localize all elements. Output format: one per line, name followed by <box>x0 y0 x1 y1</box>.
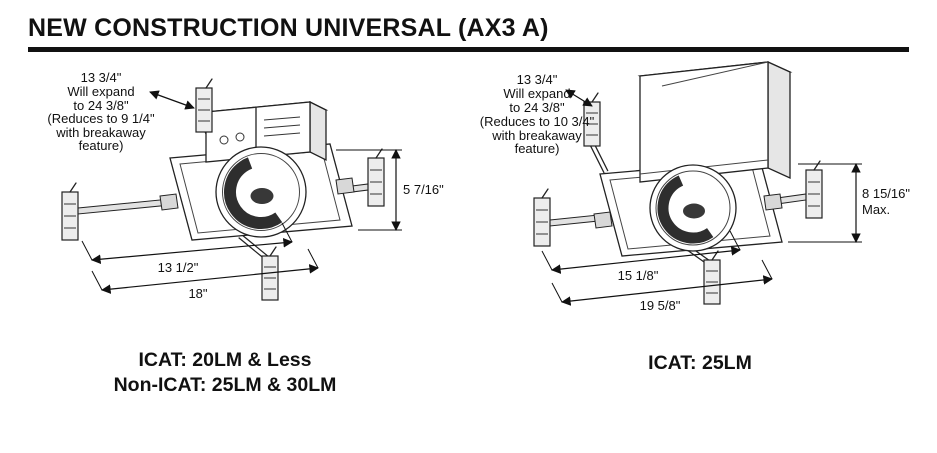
dim-height-note: Max. <box>862 202 890 217</box>
junction-box <box>203 100 329 163</box>
bar-clips <box>159 177 355 211</box>
right-figure-drawing: 13 3/4" Will expand to 24 3/8" (Reduces … <box>480 60 910 313</box>
dim-height-label: 5 7/16" <box>403 182 444 197</box>
caption-line-1: ICAT: 20LM & Less <box>138 349 312 371</box>
bar-clips <box>593 193 783 229</box>
annotation-line: (Reduces to 10 3/4" <box>480 114 595 129</box>
nailer-plate-right <box>367 148 385 207</box>
annotation-line: Will expand <box>67 84 134 99</box>
nailer-plate-right <box>805 160 823 219</box>
nailer-plate-top <box>195 78 213 133</box>
dim-overall-width-label: 18" <box>188 286 207 301</box>
expansion-annotation: 13 3/4" Will expand to 24 3/8" (Reduces … <box>480 72 595 156</box>
aperture-reflector <box>215 146 307 238</box>
annotation-line: (Reduces to 9 1/4" <box>47 111 155 126</box>
dim-pan-width-label: 13 1/2" <box>158 260 199 275</box>
annotation-line: Will expand <box>503 86 570 101</box>
icat-enclosure-box <box>637 60 793 183</box>
annotation-line: feature) <box>515 141 560 156</box>
height-dimension: 8 15/16" Max. <box>788 163 910 243</box>
right-figure-caption: ICAT: 25LM <box>560 351 840 376</box>
nailer-plate-left <box>533 188 551 247</box>
annotation-line: to 24 3/8" <box>73 98 129 113</box>
aperture-reflector <box>649 164 737 252</box>
title-underline-rule <box>28 47 909 52</box>
left-figure-drawing: 13 3/4" Will expand to 24 3/8" (Reduces … <box>47 70 444 301</box>
height-dimension: 5 7/16" <box>336 149 444 231</box>
annotation-line: 13 3/4" <box>81 70 122 85</box>
annotation-line: 13 3/4" <box>517 72 558 87</box>
annotation-line: with breakaway <box>491 128 582 143</box>
dim-pan-width-label: 15 1/8" <box>618 268 659 283</box>
overall-width-dimension: 18" <box>91 248 319 301</box>
caption-line-1: ICAT: 25LM <box>648 352 752 374</box>
caption-line-2: Non-ICAT: 25LM & 30LM <box>113 374 337 396</box>
annotation-line: with breakaway <box>55 125 146 140</box>
dim-height-label: 8 15/16" <box>862 186 910 201</box>
expansion-annotation: 13 3/4" Will expand to 24 3/8" (Reduces … <box>47 70 195 153</box>
left-figure-caption: ICAT: 20LM & Less Non-ICAT: 25LM & 30LM <box>60 348 390 398</box>
annotation-line: to 24 3/8" <box>509 100 565 115</box>
annotation-line: feature) <box>79 138 124 153</box>
overall-width-dimension: 19 5/8" <box>551 259 773 313</box>
nailer-plate-left <box>61 182 79 241</box>
page-title: NEW CONSTRUCTION UNIVERSAL (AX3 A) <box>28 14 549 42</box>
dim-overall-width-label: 19 5/8" <box>640 298 681 313</box>
